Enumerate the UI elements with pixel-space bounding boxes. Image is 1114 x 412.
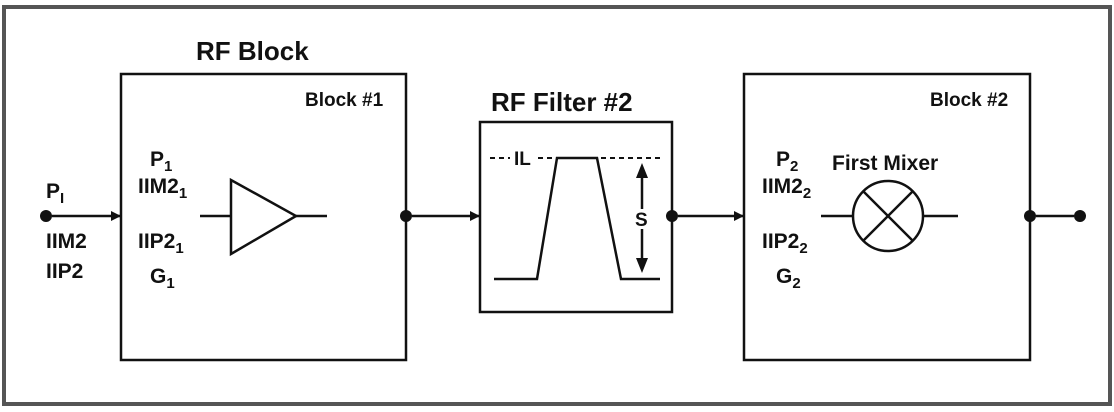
first-mixer-label: First Mixer xyxy=(832,152,938,175)
filter-response-curve xyxy=(494,156,660,281)
block2-output-node xyxy=(1024,210,1036,222)
input-node xyxy=(40,210,52,222)
outer-frame xyxy=(2,5,1112,406)
input-p-label: PI xyxy=(46,180,64,207)
filter-output-node xyxy=(666,210,678,222)
amplifier-icon xyxy=(229,177,299,257)
block1-g-label: G1 xyxy=(150,265,175,292)
rf-block-title: RF Block xyxy=(196,36,309,66)
block2-label: Block #2 xyxy=(930,90,1008,111)
block2-p-label: P2 xyxy=(776,148,798,175)
output-node xyxy=(1074,210,1086,222)
block2-iip2-label: IIP22 xyxy=(762,230,808,257)
block2-g-label: G2 xyxy=(776,265,801,292)
mixer-icon xyxy=(851,179,925,253)
s-label-bg xyxy=(634,209,650,229)
block1-output-node xyxy=(400,210,412,222)
block1-iim2-label: IIM21 xyxy=(138,175,187,202)
rf-filter-title: RF Filter #2 xyxy=(491,87,633,117)
input-iip2-label: IIP2 xyxy=(46,260,83,283)
s-arrow-up xyxy=(636,163,648,178)
filter-box xyxy=(478,120,674,314)
input-iim2-label: IIM2 xyxy=(46,230,87,253)
block1-label: Block #1 xyxy=(305,90,384,111)
block2-iim2-label: IIM22 xyxy=(762,175,811,202)
block1-iip2-label: IIP21 xyxy=(138,230,184,257)
s-label: S xyxy=(635,210,648,231)
block1-p-label: P1 xyxy=(150,148,172,175)
s-arrow-down xyxy=(636,258,648,273)
il-label: IL xyxy=(514,149,531,170)
